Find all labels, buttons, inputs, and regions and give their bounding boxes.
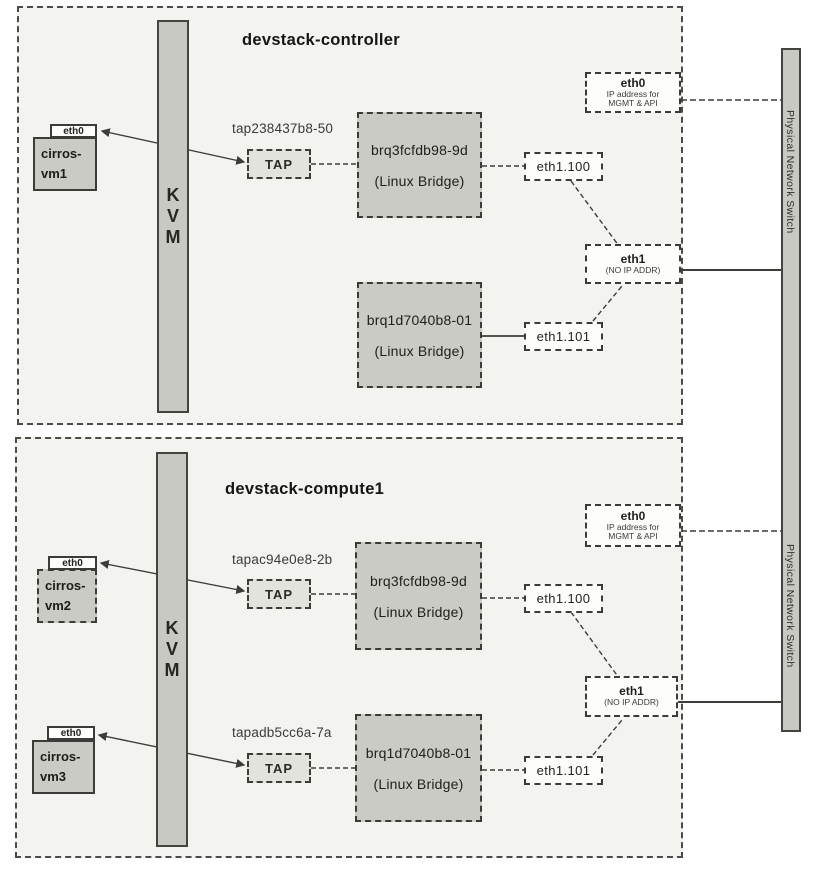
- bridge2-name: brq1d7040b8-01: [365, 744, 472, 761]
- vm1-eth0-tab: eth0: [50, 124, 97, 138]
- kvm-hypervisor-bar: K V M: [156, 452, 188, 847]
- eth0-desc-line2: MGMT & API: [608, 98, 658, 108]
- vlan100-box-compute: eth1.100: [524, 584, 603, 613]
- bridge2-box-controller: brq1d7040b8-01 (Linux Bridge): [357, 282, 482, 388]
- tap1-box: TAP: [247, 149, 311, 179]
- bridge1-box-compute: brq3fcfdb98-9d (Linux Bridge): [355, 542, 482, 650]
- vm3-box: cirros- vm3: [32, 740, 95, 794]
- vm2-eth0-tab: eth0: [48, 556, 97, 570]
- vlan100-box-controller: eth1.100: [524, 152, 603, 181]
- vm1-name-line2: vm1: [41, 166, 68, 181]
- eth0-box-compute: eth0 IP address for MGMT & API: [585, 504, 681, 547]
- vm1-box: cirros- vm1: [33, 137, 97, 191]
- vm2-name-line2: vm2: [45, 598, 72, 613]
- bridge2-box-compute: brq1d7040b8-01 (Linux Bridge): [355, 714, 482, 822]
- physical-switch-label-bottom: Physical Network Switch: [784, 544, 796, 668]
- bridge2-kind: (Linux Bridge): [374, 342, 465, 359]
- bridge1-name: brq3fcfdb98-9d: [370, 572, 467, 589]
- eth0-name: eth0: [620, 508, 646, 523]
- eth0-desc-line2: MGMT & API: [608, 531, 658, 541]
- tap1-name-label: tap238437b8-50: [232, 121, 334, 136]
- kvm-hypervisor-bar: K V M: [157, 20, 189, 413]
- eth1-desc: (NO IP ADDR): [605, 264, 661, 275]
- bridge2-kind: (Linux Bridge): [373, 775, 464, 792]
- host-title-compute1: devstack-compute1: [225, 480, 385, 498]
- vm3-name-line1: cirros-: [40, 749, 81, 764]
- host-panel-compute1: [15, 437, 683, 858]
- bridge1-box-controller: brq3fcfdb98-9d (Linux Bridge): [357, 112, 482, 218]
- tap2-box: TAP: [247, 579, 311, 609]
- eth0-desc-line1: IP address for: [606, 88, 660, 99]
- vlan101-box-controller: eth1.101: [524, 322, 603, 351]
- kvm-letter: V: [166, 206, 179, 226]
- eth0-box-controller: eth0 IP address for MGMT & API: [585, 72, 681, 113]
- kvm-letter: M: [164, 660, 180, 680]
- tap3-name-label: tapadb5cc6a-7a: [232, 725, 332, 740]
- bridge1-name: brq3fcfdb98-9d: [371, 141, 468, 158]
- physical-switch-label-top: Physical Network Switch: [784, 110, 796, 234]
- bridge1-kind: (Linux Bridge): [373, 603, 464, 620]
- vlan101-box-compute: eth1.101: [524, 756, 603, 785]
- kvm-letter: M: [165, 227, 181, 247]
- vm1-name-line1: cirros-: [41, 146, 82, 161]
- eth1-desc: (NO IP ADDR): [604, 697, 659, 708]
- tap3-box: TAP: [247, 753, 311, 783]
- tap2-name-label: tapac94e0e8-2b: [232, 552, 333, 567]
- vm2-box: cirros- vm2: [37, 569, 97, 623]
- eth0-desc-line1: IP address for: [606, 521, 660, 532]
- host-title-controller: devstack-controller: [242, 31, 400, 49]
- eth1-name: eth1: [619, 684, 644, 699]
- kvm-letter: V: [165, 639, 178, 659]
- vm3-eth0-tab: eth0: [47, 726, 95, 740]
- eth1-box-controller: eth1 (NO IP ADDR): [585, 244, 681, 284]
- eth0-name: eth0: [620, 75, 646, 90]
- bridge2-name: brq1d7040b8-01: [366, 311, 473, 328]
- kvm-letter: K: [165, 618, 179, 638]
- kvm-letter: K: [166, 185, 180, 205]
- host-panel-controller: [17, 6, 683, 425]
- vm3-name-line2: vm3: [40, 769, 67, 784]
- vm2-name-line1: cirros-: [45, 578, 86, 593]
- physical-network-switch-bar: Physical Network Switch Physical Network…: [781, 48, 801, 732]
- eth1-box-compute: eth1 (NO IP ADDR): [585, 676, 678, 717]
- bridge1-kind: (Linux Bridge): [374, 172, 465, 189]
- eth1-name: eth1: [620, 251, 646, 266]
